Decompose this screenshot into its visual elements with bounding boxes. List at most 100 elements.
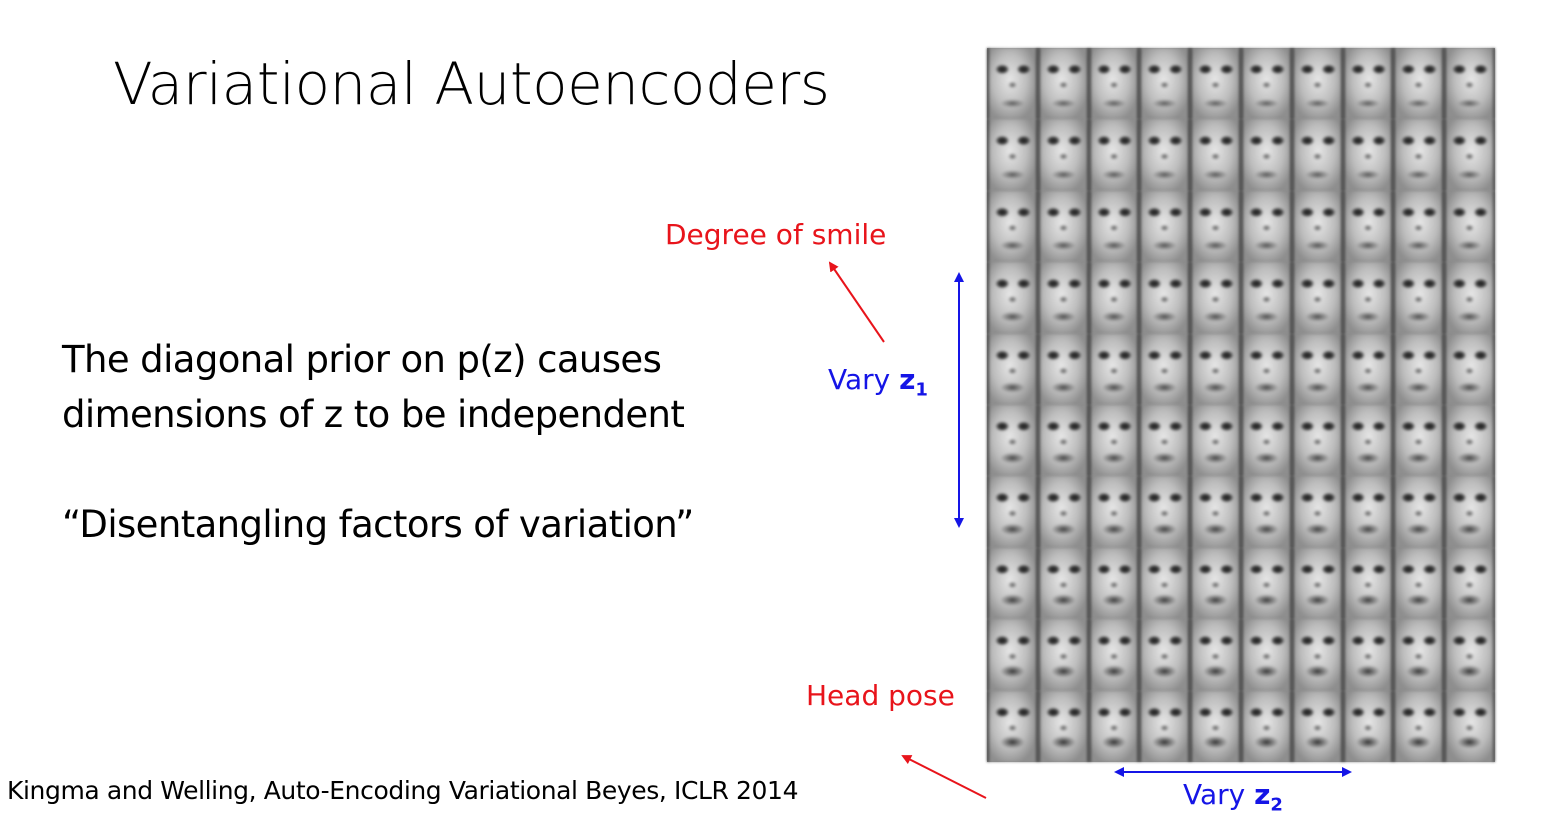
face-cell	[1342, 405, 1394, 477]
face-cell	[1037, 48, 1089, 120]
face-cell	[1291, 119, 1343, 191]
body-line-1: The diagonal prior on p(z) causes	[62, 338, 662, 381]
face-cell	[1240, 333, 1292, 405]
face-cell	[1291, 547, 1343, 620]
body-line-2: dimensions of z to be independent	[62, 393, 685, 436]
face-cell	[1444, 262, 1495, 334]
face-cell	[1139, 119, 1191, 191]
face-cell	[987, 547, 1038, 620]
face-cell	[1240, 48, 1292, 120]
face-cell	[1088, 405, 1140, 477]
face-cell	[1393, 690, 1445, 762]
face-cell	[1190, 405, 1241, 477]
face-cell	[1342, 476, 1394, 548]
z1-var: z	[899, 363, 916, 396]
face-cell	[1037, 547, 1089, 620]
face-cell	[987, 190, 1038, 263]
face-cell	[1291, 262, 1343, 334]
face-cell	[1291, 690, 1343, 762]
face-cell	[1190, 690, 1241, 762]
face-cell	[1088, 48, 1140, 120]
face-cell	[1342, 119, 1394, 191]
face-cell	[1342, 48, 1394, 120]
vary-z1-prefix: Vary	[828, 363, 900, 396]
face-cell	[1291, 619, 1343, 691]
face-cell	[1240, 190, 1292, 263]
face-cell	[1444, 48, 1495, 120]
face-cell	[1037, 190, 1089, 263]
face-cell	[1444, 405, 1495, 477]
body-line-3: “Disentangling factors of variation”	[62, 503, 694, 546]
face-cell	[1139, 190, 1191, 263]
face-cell	[1088, 619, 1140, 691]
face-cell	[1291, 405, 1343, 477]
face-cell	[1240, 119, 1292, 191]
smile-arrow	[828, 261, 885, 343]
face-cell	[1342, 619, 1394, 691]
face-cell	[987, 405, 1038, 477]
face-cell	[1342, 547, 1394, 620]
face-cell	[1393, 119, 1445, 191]
face-cell	[987, 476, 1038, 548]
slide-title: Variational Autoencoders	[113, 50, 830, 118]
face-cell	[1291, 48, 1343, 120]
face-cell	[1088, 190, 1140, 263]
face-cell	[1037, 333, 1089, 405]
head-pose-label: Head pose	[806, 679, 955, 712]
face-cell	[1240, 547, 1292, 620]
face-cell	[1037, 619, 1089, 691]
face-cell	[987, 262, 1038, 334]
face-cell	[1190, 547, 1241, 620]
face-cell	[1291, 190, 1343, 263]
face-cell	[1139, 690, 1191, 762]
face-cell	[1393, 48, 1445, 120]
face-cell	[1139, 476, 1191, 548]
face-cell	[1240, 405, 1292, 477]
vary-z2-label: Vary z2	[1183, 778, 1283, 816]
face-cell	[987, 119, 1038, 191]
face-cell	[1342, 333, 1394, 405]
vary-z1-label: Vary z1	[828, 363, 928, 401]
face-cell	[1342, 190, 1394, 263]
face-cell	[1240, 476, 1292, 548]
face-cell	[1190, 48, 1241, 120]
face-cell	[1088, 262, 1140, 334]
face-cell	[1444, 547, 1495, 620]
face-cell	[1139, 262, 1191, 334]
face-cell	[1393, 547, 1445, 620]
face-cell	[1139, 333, 1191, 405]
face-cell	[1393, 262, 1445, 334]
face-cell	[987, 48, 1038, 120]
face-cell	[1342, 690, 1394, 762]
face-cell	[1240, 690, 1292, 762]
face-cell	[1037, 690, 1089, 762]
face-cell	[1190, 190, 1241, 263]
face-cell	[1291, 333, 1343, 405]
face-cell	[1444, 619, 1495, 691]
face-cell	[1139, 547, 1191, 620]
face-cell	[1088, 547, 1140, 620]
face-cell	[1393, 619, 1445, 691]
face-cell	[1342, 262, 1394, 334]
face-cell	[1444, 333, 1495, 405]
face-cell	[1444, 476, 1495, 548]
face-cell	[1444, 690, 1495, 762]
z2-sub: 2	[1270, 794, 1283, 816]
pose-arrow	[901, 755, 987, 799]
z2-var: z	[1254, 778, 1271, 811]
face-cell	[987, 333, 1038, 405]
face-cell	[1190, 476, 1241, 548]
face-cell	[1037, 119, 1089, 191]
degree-of-smile-label: Degree of smile	[665, 218, 887, 251]
face-cell	[1291, 476, 1343, 548]
face-cell	[1088, 690, 1140, 762]
z1-sub: 1	[915, 379, 928, 401]
face-cell	[1037, 405, 1089, 477]
citation: Kingma and Welling, Auto-Encoding Variat…	[7, 776, 799, 805]
face-cell	[1190, 333, 1241, 405]
face-cell	[1190, 619, 1241, 691]
face-cell	[1393, 476, 1445, 548]
face-cell	[1190, 119, 1241, 191]
face-cell	[1037, 262, 1089, 334]
